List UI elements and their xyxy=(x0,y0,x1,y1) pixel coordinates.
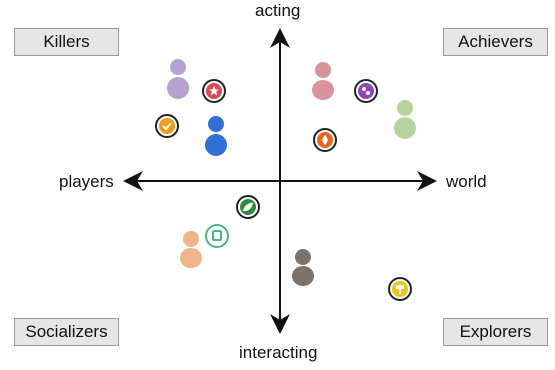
quadrant-killers: Killers xyxy=(14,28,119,56)
person-icon xyxy=(292,249,314,286)
quadrant-socializers: Socializers xyxy=(14,318,119,346)
person-icon xyxy=(394,100,416,139)
person-icon xyxy=(205,116,227,156)
leaf-badge-icon xyxy=(236,195,260,219)
fire-badge-icon xyxy=(313,128,337,152)
person-icon xyxy=(312,62,334,100)
star-badge-icon xyxy=(202,79,226,103)
check-badge-icon xyxy=(155,114,179,138)
cup-badge-icon xyxy=(205,224,229,248)
quadrant-achievers: Achievers xyxy=(443,28,548,56)
axis-label-world: world xyxy=(446,172,487,191)
quadrant-explorers: Explorers xyxy=(443,318,548,346)
axis-label-players: players xyxy=(59,172,114,191)
axis-label-acting: acting xyxy=(255,1,301,20)
axis-label-interacting: interacting xyxy=(239,343,318,362)
people-badge-icon xyxy=(354,79,378,103)
person-icon xyxy=(167,59,189,99)
signpost-badge-icon xyxy=(388,277,412,301)
person-icon xyxy=(180,231,202,268)
